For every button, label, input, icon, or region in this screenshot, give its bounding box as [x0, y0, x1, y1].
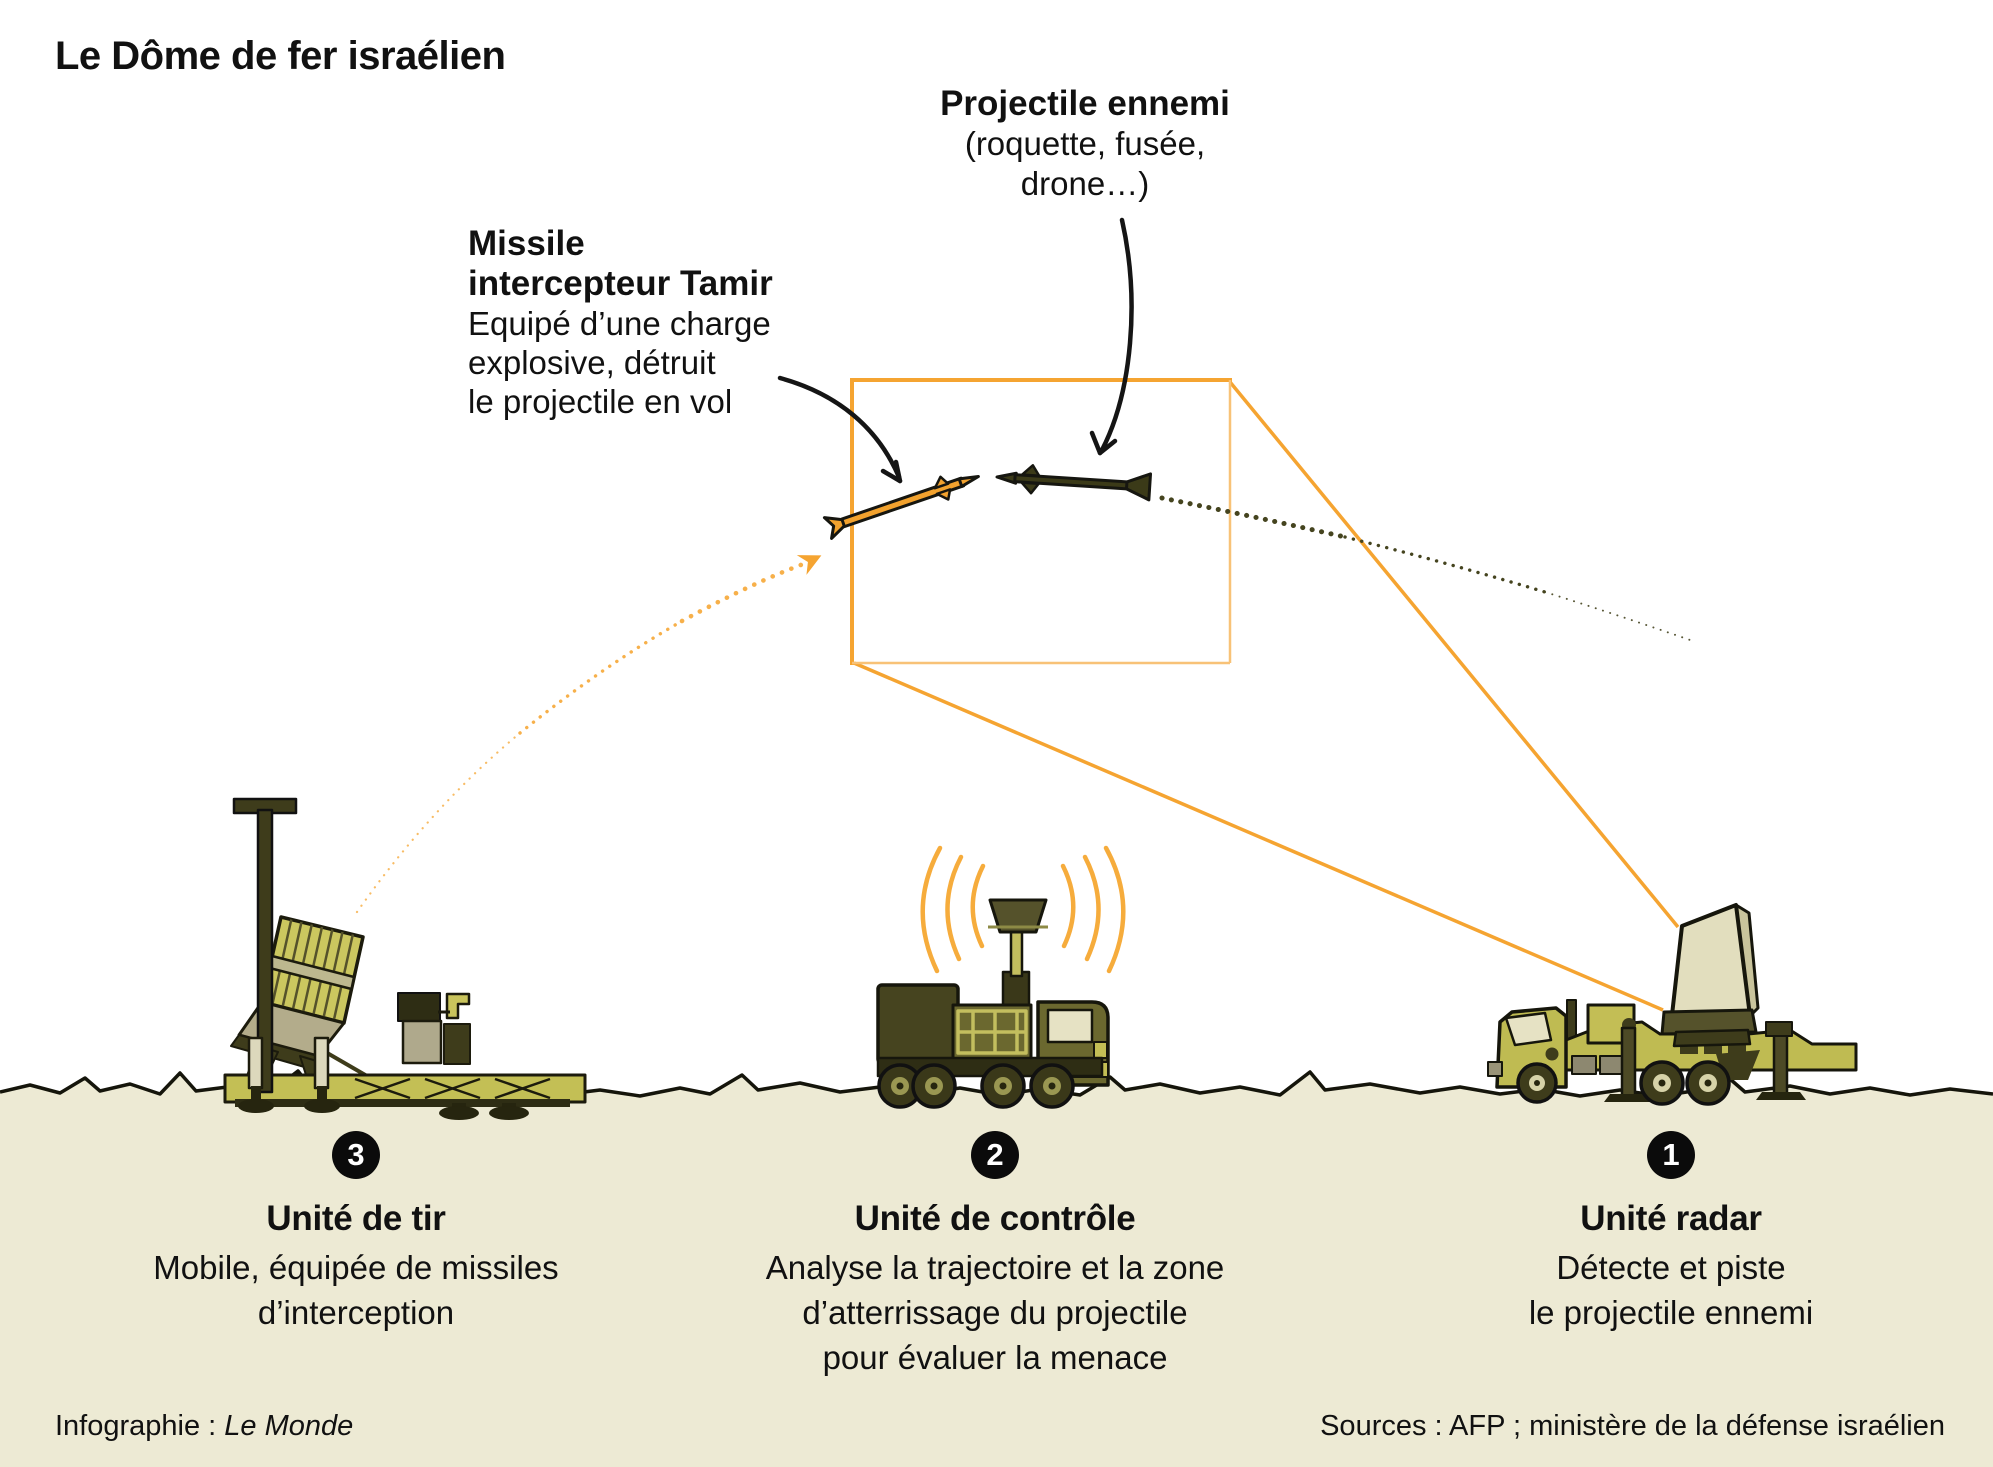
radar-unit-title: Unité radar [1580, 1199, 1762, 1238]
interceptor-desc-line: Equipé d’une charge [468, 305, 771, 342]
credit-name: Le Monde [224, 1410, 354, 1442]
control-unit-desc-line: d’atterrissage du projectile [802, 1294, 1188, 1331]
radar-callout-lines [853, 380, 1680, 1012]
enemy-missile-icon [995, 464, 1153, 502]
interceptor-title-line: intercepteur Tamir [468, 264, 773, 303]
annotation-arrow-enemy [1089, 217, 1134, 456]
caption-fire-unit: 3 Unité de tir Mobile, équipée de missil… [131, 1131, 581, 1335]
radio-waves-icon [920, 845, 1126, 974]
control-unit-desc-line: Analyse la trajectoire et la zone [765, 1249, 1225, 1286]
fire-unit-desc-line: Mobile, équipée de missiles [153, 1249, 559, 1286]
enemy-projectile-label: Projectile ennemi (roquette, fusée, dron… [835, 84, 1335, 204]
interceptor-trajectory [355, 555, 822, 914]
interceptor-desc-line: explosive, détruit [468, 344, 716, 381]
fire-unit-desc-line: d’interception [257, 1294, 455, 1331]
caption-control-unit: 2 Unité de contrôle Analyse la trajectoi… [715, 1131, 1275, 1380]
control-unit-title: Unité de contrôle [854, 1199, 1136, 1238]
step-badge-2: 2 [971, 1131, 1019, 1179]
step-badge-3: 3 [332, 1131, 380, 1179]
fire-unit-title: Unité de tir [266, 1199, 446, 1238]
enemy-projectile-title: Projectile ennemi [940, 84, 1230, 123]
radar-unit-desc-line: Détecte et piste [1556, 1249, 1786, 1286]
radar-unit-illustration [1487, 903, 1858, 1106]
radar-unit-desc-line: le projectile ennemi [1528, 1294, 1814, 1331]
fire-unit-description: Mobile, équipée de missiles d’intercepti… [131, 1245, 581, 1335]
control-unit-illustration [876, 845, 1126, 1109]
footer-sources: Sources : AFP ; ministère de la défense … [1320, 1410, 1945, 1442]
control-unit-desc-line: pour évaluer la menace [822, 1339, 1168, 1376]
interceptor-missile-label: Missile intercepteur Tamir Equipé d’une … [468, 224, 828, 421]
footer-credit: Infographie : Le Monde [55, 1410, 353, 1443]
interceptor-missile-icon [822, 474, 980, 540]
enemy-projectile-desc-line: drone…) [1020, 165, 1150, 202]
control-unit-description: Analyse la trajectoire et la zone d’atte… [715, 1245, 1275, 1380]
caption-radar-unit: 1 Unité radar Détecte et piste le projec… [1446, 1131, 1896, 1335]
step-badge-1: 1 [1647, 1131, 1695, 1179]
interceptor-desc-line: le projectile en vol [468, 383, 733, 420]
interception-zoom-box [850, 378, 1232, 665]
enemy-trajectory [1159, 495, 1691, 641]
fire-unit-illustration [223, 797, 587, 1120]
enemy-projectile-desc-line: (roquette, fusée, [964, 125, 1206, 162]
annotation-arrow-interceptor [777, 375, 903, 484]
radar-unit-description: Détecte et piste le projectile ennemi [1446, 1245, 1896, 1335]
page-title: Le Dôme de fer israélien [55, 34, 506, 78]
interceptor-title-line: Missile [468, 224, 585, 263]
credit-label: Infographie : [55, 1410, 217, 1442]
